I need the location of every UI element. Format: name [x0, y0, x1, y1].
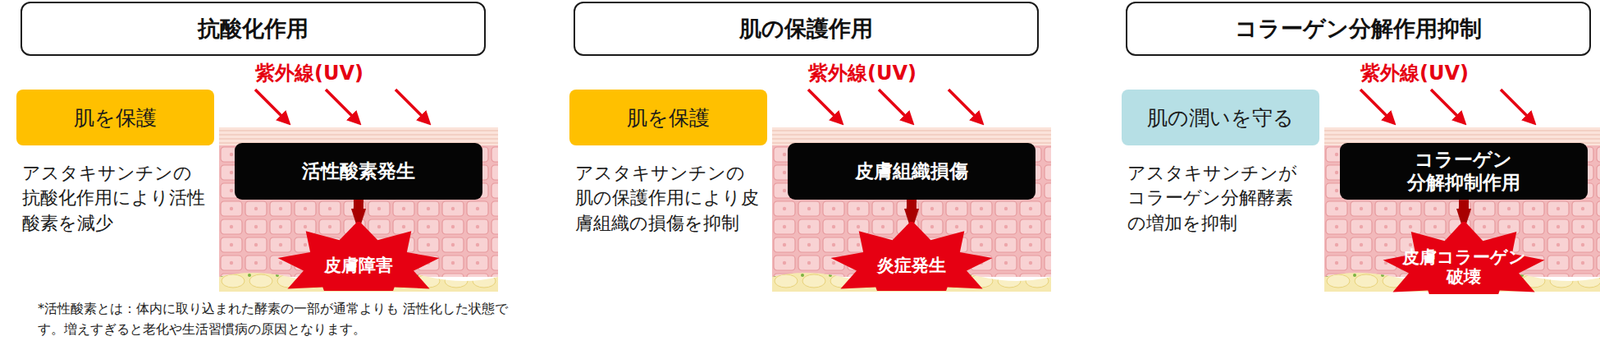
block-arrow	[1458, 199, 1469, 209]
title-box: 肌の保護作用	[573, 1, 1039, 56]
event-box: 活性酸素発生	[234, 142, 483, 200]
tag-box: 肌の潤いを守る	[1121, 89, 1320, 146]
description: アスタキサンチンの抗酸化作用により活性酸素を減少	[22, 160, 206, 236]
node-text: 肌の保護作用	[739, 13, 874, 44]
description: アスタキサンチンがコラーゲン分解酵素の増加を抑制	[1127, 160, 1312, 236]
node-text: 活性酸素発生	[301, 160, 416, 183]
node-text: 肌の潤いを守る	[1147, 104, 1294, 132]
node-text: 肌を保護	[73, 104, 157, 132]
event-box: コラーゲン 分解抑制作用	[1339, 142, 1588, 200]
burst-shape: 皮膚障害	[276, 221, 441, 291]
skin-layer	[1324, 127, 1600, 292]
tag-box: 肌を保護	[569, 89, 768, 146]
title-box: 抗酸化作用	[20, 1, 486, 56]
uv-arrows	[808, 89, 983, 124]
burst-fill	[831, 221, 993, 291]
uv-arrows	[1360, 89, 1535, 124]
node-text: 皮膚組織損傷	[854, 160, 969, 183]
node-text: 炎症発生	[877, 255, 947, 275]
footnote: *活性酸素とは：体内に取り込まれた酵素の一部が通常よりも 活性化した状態です。増…	[37, 298, 531, 340]
node-text: 肌を保護	[626, 104, 710, 132]
skin-layer	[772, 127, 1052, 292]
uv-label: 紫外線(UV)	[255, 59, 364, 87]
description: アスタキサンチンの肌の保護作用により皮膚組織の損傷を抑制	[575, 160, 759, 236]
event-box: 皮膚組織損傷	[787, 142, 1036, 200]
burst-shape: 炎症発生	[829, 221, 994, 291]
uv-label: 紫外線(UV)	[808, 59, 917, 87]
burst-shape: 皮膚コラーゲン 破壊	[1381, 221, 1546, 294]
tag-box: 肌を保護	[16, 89, 215, 146]
skin-layer	[219, 127, 499, 292]
node-text: 抗酸化作用	[197, 13, 309, 44]
title-box: コラーゲン分解作用抑制	[1125, 1, 1591, 56]
uv-label: 紫外線(UV)	[1360, 59, 1469, 87]
burst-fill	[278, 221, 440, 291]
node-text: 皮膚障害	[324, 255, 394, 275]
node-text: 皮膚コラーゲン 破壊	[1398, 246, 1529, 287]
block-arrow	[906, 199, 917, 209]
node-text: コラーゲン 分解抑制作用	[1406, 148, 1522, 194]
node-text: コラーゲン分解作用抑制	[1234, 13, 1482, 44]
uv-arrows	[255, 89, 430, 124]
block-arrow	[353, 199, 364, 209]
burst-fill	[1383, 221, 1546, 294]
